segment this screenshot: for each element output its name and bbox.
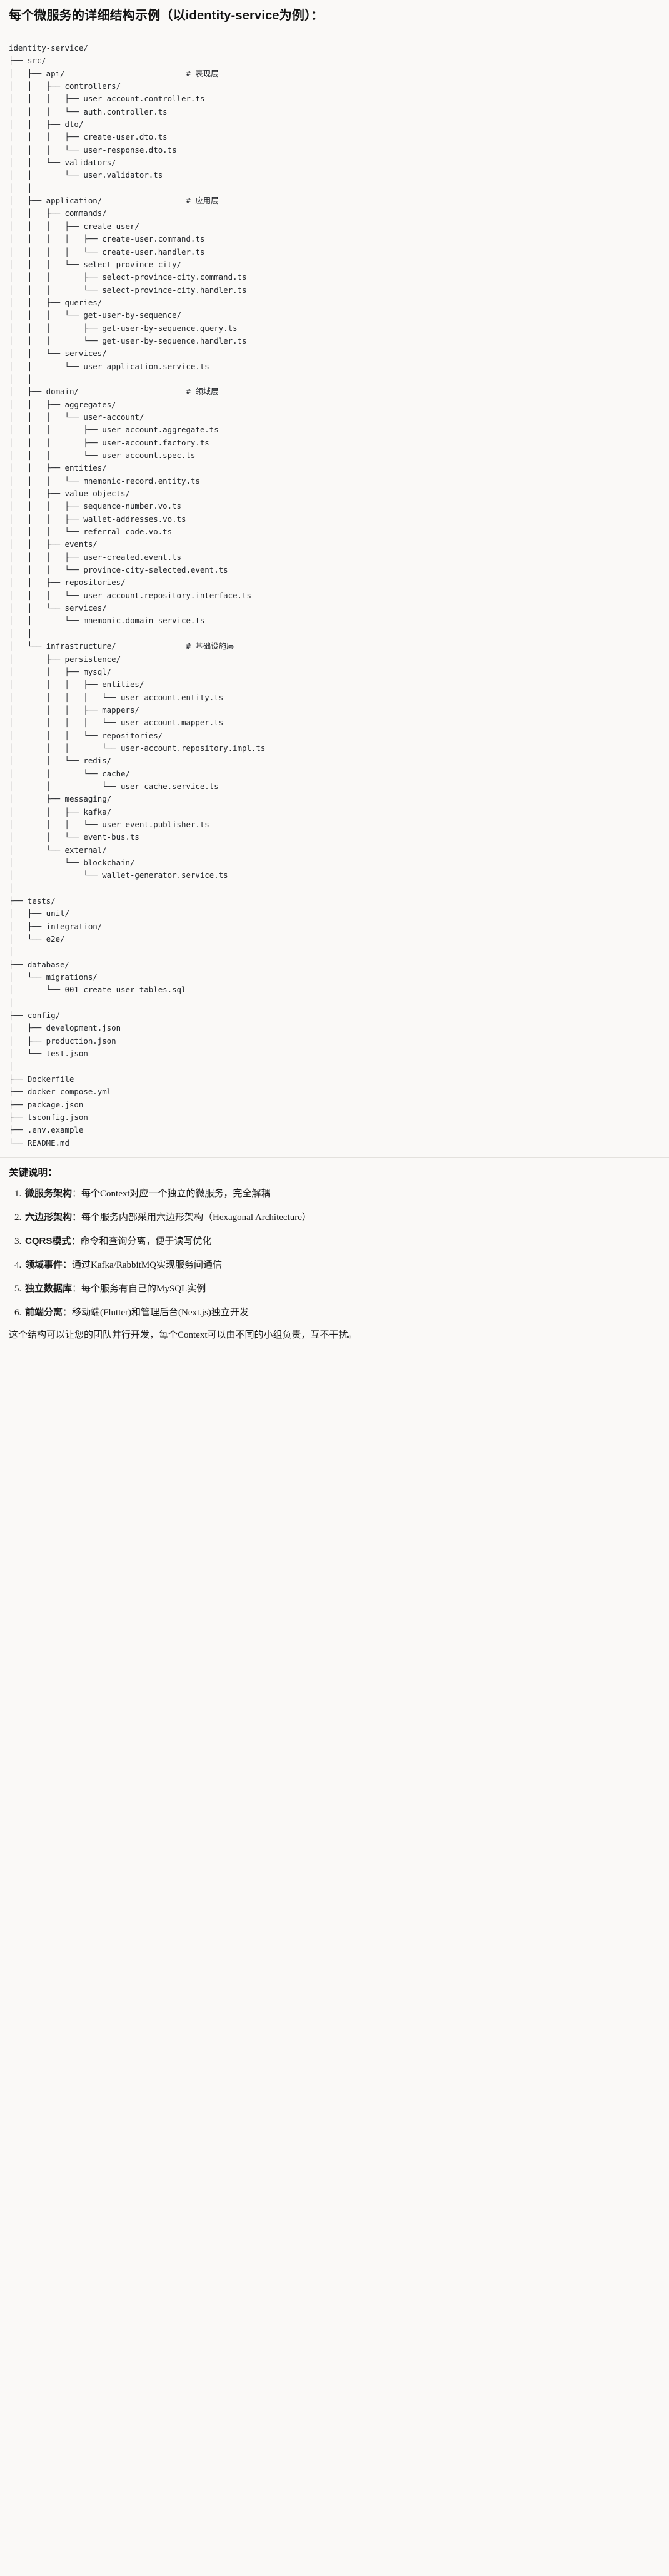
key-point-desc: 每个服务内部采用六边形架构（Hexagonal Architecture） [81,1212,311,1223]
key-points-heading: 关键说明： [9,1167,58,1178]
key-point-separator: ： [71,1236,81,1246]
divider-bottom [0,1156,669,1158]
list-item: 领域事件：通过Kafka/RabbitMQ实现服务间通信 [24,1258,660,1273]
key-point-desc: 每个Context对应一个独立的微服务，完全解耦 [81,1188,271,1199]
key-point-term: 六边形架构 [25,1211,73,1223]
directory-tree: identity-service/ ├── src/ │ ├── api/ # … [9,43,266,1148]
key-point-desc: 命令和查询分离，便于读写优化 [80,1236,212,1246]
key-points-footer: 这个结构可以让您的团队并行开发，每个Context可以由不同的小组负责，互不干扰… [9,1330,358,1340]
key-point-term: 前端分离 [25,1306,63,1318]
key-point-term: 微服务架构 [25,1188,73,1199]
key-point-separator: ： [72,1283,82,1294]
key-point-term: 独立数据库 [25,1283,73,1294]
key-point-term: 领域事件 [25,1259,63,1270]
list-item: CQRS模式：命令和查询分离，便于读写优化 [24,1234,660,1249]
key-point-separator: ： [72,1188,82,1199]
key-point-desc: 移动端(Flutter)和管理后台(Next.js)独立开发 [72,1307,249,1318]
key-point-desc: 通过Kafka/RabbitMQ实现服务间通信 [72,1260,223,1270]
list-item: 前端分离：移动端(Flutter)和管理后台(Next.js)独立开发 [24,1305,660,1320]
key-point-term: CQRS模式 [25,1235,71,1246]
key-point-separator: ： [63,1307,73,1318]
key-points-list: 微服务架构：每个Context对应一个独立的微服务，完全解耦 六边形架构：每个服… [9,1186,660,1320]
list-item: 独立数据库：每个服务有自己的MySQL实例 [24,1281,660,1296]
key-point-desc: 每个服务有自己的MySQL实例 [81,1283,206,1294]
page-title: 每个微服务的详细结构示例（以identity-service为例）： [9,9,324,23]
key-point-separator: ： [72,1212,82,1223]
page-root: 每个微服务的详细结构示例（以identity-service为例）： ident… [0,0,669,1354]
key-point-separator: ： [63,1260,73,1270]
directory-tree-block: identity-service/ ├── src/ │ ├── api/ # … [0,33,669,1157]
list-item: 微服务架构：每个Context对应一个独立的微服务，完全解耦 [24,1186,660,1201]
key-points-block: 关键说明： 微服务架构：每个Context对应一个独立的微服务，完全解耦 六边形… [0,1158,669,1354]
list-item: 六边形架构：每个服务内部采用六边形架构（Hexagonal Architectu… [24,1210,660,1225]
